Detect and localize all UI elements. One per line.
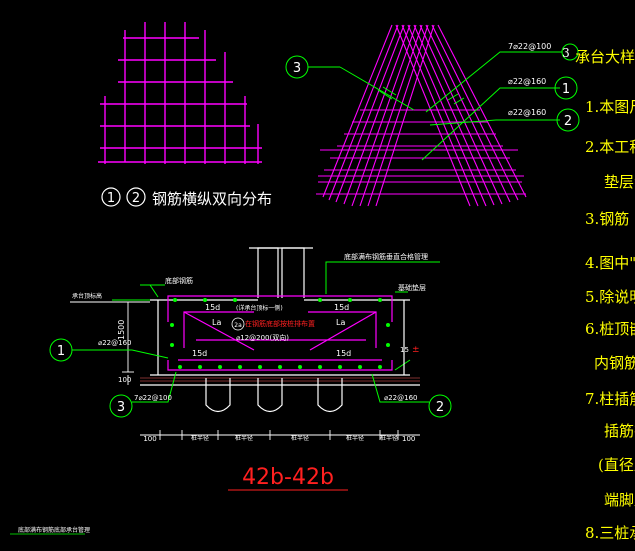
section-label-2: ⌀22@160 (384, 394, 417, 402)
triangle-rebar-plan (316, 24, 527, 207)
dimension-labels: 100 桩半径 桩半径 桩半径 桩半径 桩半径 100 (143, 434, 415, 443)
note-1: 1.本图尺寸 (585, 98, 635, 116)
note-4: 4.图中"承 (585, 254, 635, 272)
notes-callout-3: 3 (562, 46, 570, 60)
triangle-leaders (285, 43, 580, 161)
section-right-small: 15 (400, 346, 409, 354)
red-rebar-note: 在钢筋底部按桩排布置 (245, 319, 315, 328)
note-7d: 端脚直 (604, 491, 635, 509)
dim-la-right: La (336, 318, 345, 327)
rebar-caption: 1 2 钢筋横纵双向分布 (101, 187, 272, 208)
rebar-label-2: ⌀22@160 (508, 108, 546, 117)
dim-label-1: 桩半径 (191, 434, 209, 442)
dim-la-left: La (212, 318, 221, 327)
section-callout-2: 2 (436, 400, 444, 415)
red-note-callout: 2a (234, 322, 242, 329)
note-8: 8.三桩承台 (585, 524, 635, 542)
caption-callout-2: 2 (132, 191, 140, 206)
cushion-hatch (140, 377, 420, 382)
dim-label-0: 100 (143, 435, 156, 443)
dimension-chain (140, 430, 420, 440)
section-leaders (112, 261, 440, 371)
top-callout-1: 1 (562, 82, 570, 97)
mid-rebar-label: ⌀12@200(双向) (236, 333, 289, 342)
cap-reinforcement (167, 295, 393, 371)
note-5: 5.除说明外 (585, 288, 635, 306)
dim-label-3: 桩半径 (291, 434, 309, 442)
callout-1-group: 1 ⌀22@160 (49, 338, 169, 362)
notes-heading: 承台大样说明 (575, 48, 635, 66)
note-7c: (直径及 (598, 456, 635, 474)
section-bottom-note: 底部满布钢筋底部承台管理 (18, 526, 90, 534)
caption-text: 钢筋横纵双向分布 (152, 190, 272, 208)
red-note-circle (231, 317, 245, 331)
section-top-note: 底部满布钢筋垂直合格管理 (344, 252, 428, 261)
callout-2-group: 2 ⌀22@160 (371, 373, 452, 418)
dim-100-left: 100 (118, 376, 131, 384)
top-callout-3-left: 3 (293, 61, 301, 76)
top-callout-2: 2 (564, 114, 572, 129)
section-right-label: 基础垫层 (398, 283, 426, 292)
left-dimensions (70, 301, 150, 385)
rebar-grid-plan (98, 22, 262, 164)
note-3: 3.钢筋 (585, 210, 629, 228)
callout-3-group: 3 7⌀22@100 (109, 371, 177, 418)
section-callout-3: 3 (117, 400, 125, 415)
dim-15d-right-top: 15d (334, 303, 349, 312)
note-2: 2.本工程桩 (585, 138, 635, 156)
section-left-depth: 1500 (117, 320, 126, 340)
section-left-top: 底部钢筋 (165, 276, 193, 285)
pile-cap-outline (140, 299, 420, 386)
rebar-label-1: ⌀22@160 (508, 77, 546, 86)
note-7b: 插筋在 (604, 422, 635, 440)
note-2b: 垫层混 (604, 173, 635, 191)
section-title: 42b-42b (242, 465, 334, 490)
caption-callout-1: 1 (107, 191, 115, 206)
cap-rebar-dots (170, 298, 390, 369)
section-plus: ± (412, 345, 420, 355)
center-mid-note: (详承台顶标一侧) (236, 304, 283, 312)
dim-15d-left-low: 15d (192, 349, 207, 358)
piles (205, 378, 343, 413)
rebar-label-3: 7⌀22@100 (508, 42, 551, 51)
section-callout-1: 1 (57, 344, 65, 359)
dim-label-6: 100 (402, 435, 415, 443)
dim-15d-right-low: 15d (336, 349, 351, 358)
section-label-1: ⌀22@160 (98, 339, 131, 347)
dim-15d-left-top: 15d (205, 303, 220, 312)
note-6: 6.桩顶嵌入 (585, 320, 635, 338)
notes-column: 3 承台大样说明 1.本图尺寸 2.本工程桩 垫层混 3.钢筋 4.图中"承 5… (562, 46, 635, 542)
column-stub (249, 247, 313, 298)
section-left-level: 承台顶标高 (72, 292, 102, 300)
note-7: 7.柱插筋下 (585, 390, 635, 408)
dim-label-2: 桩半径 (235, 434, 253, 442)
section-label-3: 7⌀22@100 (134, 394, 172, 402)
dim-label-4: 桩半径 (346, 434, 364, 442)
note-6b: 内钢筋锚 (594, 354, 635, 372)
dim-label-5: 桩半径 (380, 434, 398, 442)
